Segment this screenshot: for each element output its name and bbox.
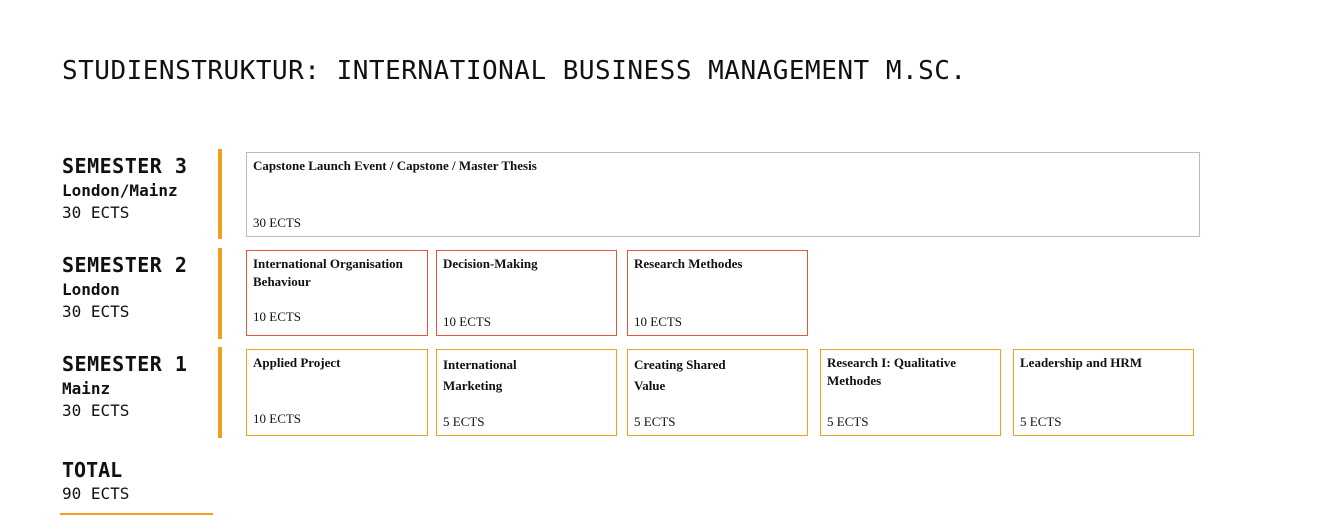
module-capstone: Capstone Launch Event / Capstone / Maste… [246, 152, 1200, 237]
module-ects: 5 ECTS [1020, 414, 1062, 429]
module-international-marketing: International Marketing 5 ECTS [436, 349, 617, 436]
semester-3-accent-bar [218, 149, 222, 239]
semester-1-accent-bar [218, 347, 222, 438]
semester-3-label: SEMESTER 3 London/Mainz 30 ECTS [62, 156, 187, 221]
module-decision-making: Decision-Making 10 ECTS [436, 250, 617, 336]
page-title: STUDIENSTRUKTUR: INTERNATIONAL BUSINESS … [62, 56, 967, 86]
total-underline [60, 513, 213, 515]
module-research-methodes: Research Methodes 10 ECTS [627, 250, 808, 336]
semester-1-label: SEMESTER 1 Mainz 30 ECTS [62, 354, 187, 419]
semester-ects: 30 ECTS [62, 401, 130, 420]
module-leadership-and-hrm: Leadership and HRM 5 ECTS [1013, 349, 1194, 436]
module-ects: 10 ECTS [634, 314, 683, 329]
module-title: Research Methodes [634, 256, 743, 271]
module-ects: 10 ECTS [253, 411, 302, 426]
total-ects: 90 ECTS [62, 484, 130, 503]
module-title: Applied Project [253, 355, 341, 370]
total-label: TOTAL 90 ECTS [62, 460, 129, 502]
module-ects: 5 ECTS [443, 414, 485, 429]
module-title: Capstone Launch Event / Capstone / Maste… [253, 158, 537, 173]
module-ects: 10 ECTS [253, 309, 302, 324]
semester-location: London/Mainz [62, 181, 178, 200]
module-title: Leadership and HRM [1020, 355, 1143, 370]
module-title: International Marketing [443, 357, 517, 393]
semester-name: SEMESTER 3 [62, 154, 188, 178]
module-title: Decision-Making [443, 256, 538, 271]
module-creating-shared-value: Creating Shared Value 5 ECTS [627, 349, 808, 436]
semester-location: London [62, 280, 120, 299]
semester-location: Mainz [62, 379, 111, 398]
total-name: TOTAL [62, 458, 123, 482]
semester-2-label: SEMESTER 2 London 30 ECTS [62, 255, 187, 320]
module-title: Research I: Qualitative Methodes [827, 355, 957, 388]
module-title: International Organisation Behaviour [253, 256, 403, 289]
module-ects: 5 ECTS [634, 414, 676, 429]
module-ects: 30 ECTS [253, 215, 302, 230]
semester-2-accent-bar [218, 248, 222, 339]
semester-ects: 30 ECTS [62, 302, 130, 321]
module-ects: 10 ECTS [443, 314, 492, 329]
semester-ects: 30 ECTS [62, 203, 130, 222]
module-ects: 5 ECTS [827, 414, 869, 429]
module-applied-project: Applied Project 10 ECTS [246, 349, 428, 436]
module-title: Creating Shared Value [634, 357, 726, 393]
semester-name: SEMESTER 1 [62, 352, 188, 376]
module-international-organisation-behaviour: International Organisation Behaviour 10 … [246, 250, 428, 336]
semester-name: SEMESTER 2 [62, 253, 188, 277]
module-research-qualitative-methodes: Research I: Qualitative Methodes 5 ECTS [820, 349, 1001, 436]
